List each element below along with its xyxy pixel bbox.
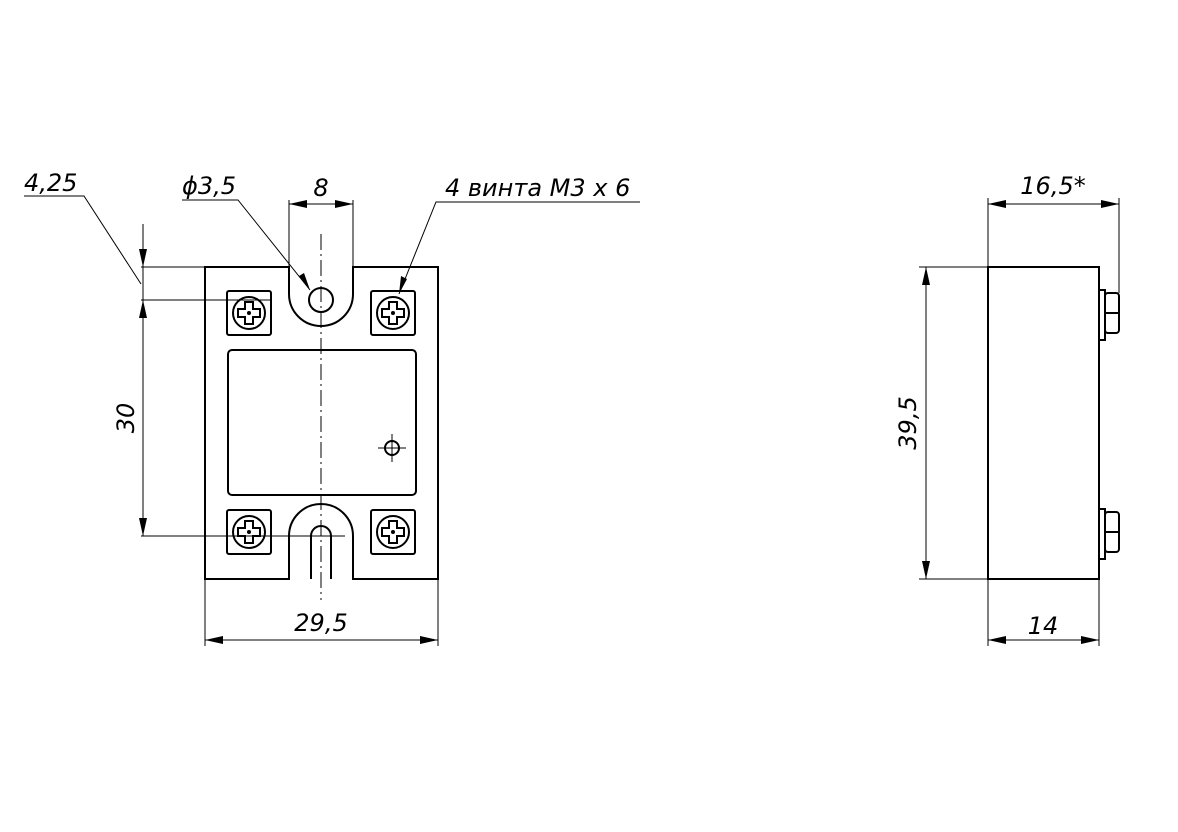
label-window <box>227 349 417 496</box>
side-view <box>987 266 1120 580</box>
dim-39-5-arrow-bottom <box>922 561 930 579</box>
dim-8-label: 8 <box>313 174 328 202</box>
dim-8-arrow-right <box>335 200 353 208</box>
dim-30-arrow-bottom <box>139 518 147 536</box>
dim-16-5-label: 16,5* <box>1020 172 1085 200</box>
dim-29-5-arrow-left <box>205 636 223 644</box>
screw-terminal-top-left <box>226 290 272 336</box>
dim-screws-arrow <box>399 276 407 294</box>
dim-8-arrow-left <box>289 200 307 208</box>
dim-29-5-arrow-right <box>420 636 438 644</box>
side-body-outline <box>987 266 1100 580</box>
side-screw-bottom <box>1098 508 1120 560</box>
front-dimensions: 4,25 30 ϕ3,5 8 4 винта M3 x 6 29,5 <box>24 169 640 646</box>
dim-39-5-label: 39,5 <box>894 396 922 449</box>
dim-14-arrow-right <box>1081 636 1099 644</box>
dim-screws-leader <box>398 201 640 295</box>
dim-4-25-leader <box>24 195 142 285</box>
dim-30-label: 30 <box>112 403 140 434</box>
screw-terminal-bottom-right <box>370 509 416 555</box>
side-dimensions: 39,5 16,5* 14 <box>894 172 1120 646</box>
dim-hole-arrow <box>299 273 310 290</box>
screw-terminal-bottom-left <box>226 509 272 555</box>
dim-screws-label: 4 винта M3 x 6 <box>445 174 630 202</box>
dim-14-label: 14 <box>1028 612 1059 640</box>
dim-16-5-arrow-left <box>988 200 1006 208</box>
side-screw-top <box>1098 289 1120 341</box>
dim-14-arrow-left <box>988 636 1006 644</box>
front-view <box>141 234 439 600</box>
dim-30-arrow-top <box>139 300 147 318</box>
dim-4-25-label: 4,25 <box>24 169 77 197</box>
dim-39-5-arrow-top <box>922 267 930 285</box>
screw-terminal-top-right <box>370 290 416 336</box>
dim-hole-label: ϕ3,5 <box>182 172 236 200</box>
dim-4-25-arrow <box>139 249 147 267</box>
dim-16-5-arrow-right <box>1101 200 1119 208</box>
dim-29-5-label: 29,5 <box>294 609 347 637</box>
dim-hole-leader <box>182 199 311 291</box>
